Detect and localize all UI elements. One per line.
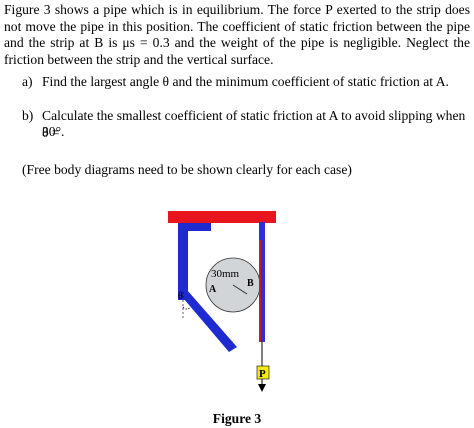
- pipe-radius-line: [232, 284, 248, 295]
- problem-intro: Figure 3 shows a pipe which is in equili…: [4, 2, 470, 67]
- part-b-text-line1: Calculate the smallest coefficient of st…: [42, 108, 466, 140]
- part-a-label: a): [22, 74, 33, 89]
- arm-horizontal: [186, 223, 211, 231]
- point-b-label: B: [247, 278, 254, 289]
- top-support: [168, 211, 276, 223]
- part-b-text-line2: 30°.: [42, 124, 65, 139]
- strip: [259, 222, 265, 342]
- part-b-label: b): [22, 108, 34, 123]
- force-label: P: [259, 368, 266, 380]
- point-a-label: A: [209, 284, 217, 295]
- arm-diagonal: [178, 290, 237, 352]
- strip-red-edge: [259, 240, 261, 342]
- fbd-note: (Free body diagrams need to be shown cle…: [22, 162, 352, 177]
- angle-arc: [182, 306, 192, 310]
- pipe-diameter-label: 30mm: [211, 268, 240, 280]
- force-label-box: [256, 365, 270, 380]
- arm-vertical: [178, 223, 188, 300]
- angle-label: θ: [178, 291, 183, 302]
- force-arrow-head: [258, 384, 266, 392]
- figure-caption: Figure 3: [212, 411, 262, 426]
- part-a-text: Find the largest angle θ and the minimum…: [42, 74, 449, 89]
